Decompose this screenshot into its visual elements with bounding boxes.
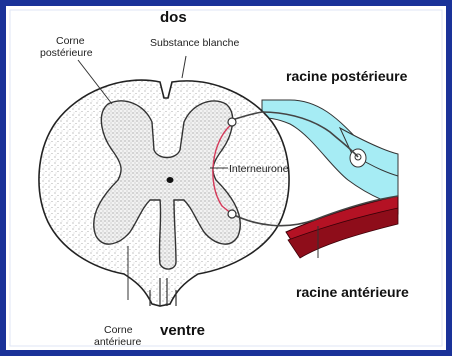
label-corne-posterieure-line1: Corne <box>56 35 85 47</box>
label-corne-anterieure-line2: antérieure <box>94 336 141 348</box>
label-ventre: ventre <box>160 322 205 339</box>
label-racine-posterieure: racine postérieure <box>286 68 408 84</box>
central-canal <box>167 177 174 183</box>
label-racine-anterieure: racine antérieure <box>296 284 409 300</box>
label-substance-blanche: Substance blanche <box>150 37 239 49</box>
label-dos: dos <box>160 9 187 26</box>
label-corne-anterieure-line1: Corne <box>104 324 133 336</box>
label-interneurone: Interneurone <box>229 163 289 175</box>
label-corne-posterieure-line2: postérieure <box>40 47 93 59</box>
